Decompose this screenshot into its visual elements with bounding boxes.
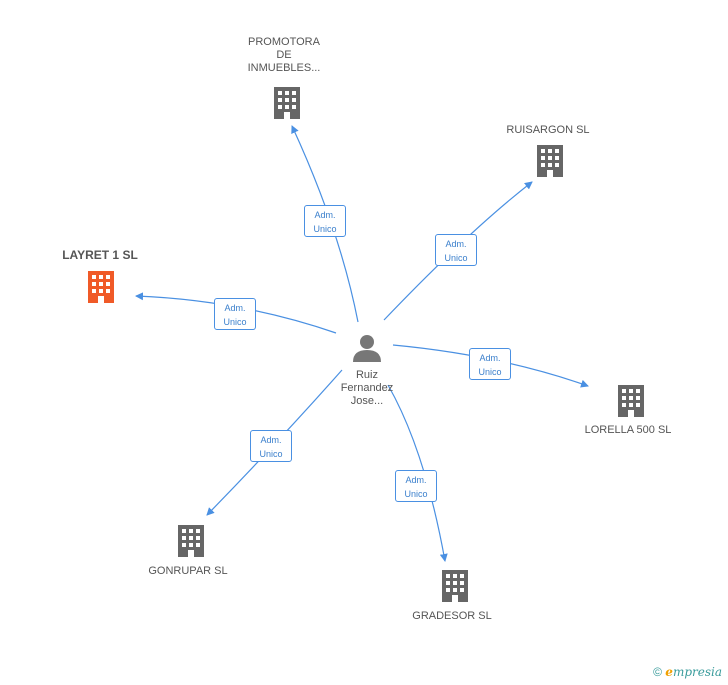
edge-label-gonrupar[interactable]: Adm. Unico — [250, 430, 292, 462]
edge-label-type: Unico — [313, 224, 337, 234]
building-icon-promotora[interactable] — [274, 87, 300, 119]
edge-label-role: Adm. — [314, 210, 336, 220]
edge-label-role: Adm. — [479, 353, 501, 363]
edge-label-type: Unico — [404, 489, 428, 499]
building-icon-lorella[interactable] — [618, 385, 644, 417]
building-icon-gradesor[interactable] — [442, 570, 468, 602]
person-icon[interactable] — [353, 335, 381, 362]
edge-gradesor — [387, 384, 448, 562]
edge-label-type: Unico — [259, 449, 283, 459]
edge-label-role: Adm. — [260, 435, 282, 445]
company-label-layret[interactable]: LAYRET 1 SL — [62, 248, 138, 262]
copyright-symbol: © — [653, 665, 662, 679]
edge-label-role: Adm. — [224, 303, 246, 313]
edge-label-role: Adm. — [405, 475, 427, 485]
building-icon-layret[interactable] — [88, 271, 114, 303]
building-icon-gonrupar[interactable] — [178, 525, 204, 557]
company-label-ruisargon[interactable]: RUISARGON SL — [506, 124, 590, 136]
edge-label-lorella[interactable]: Adm. Unico — [469, 348, 511, 380]
person-name-label[interactable]: Ruiz Fernandez Jose... — [327, 369, 407, 408]
edge-label-type: Unico — [223, 317, 247, 327]
company-label-gradesor[interactable]: GRADESOR SL — [412, 610, 492, 622]
person-name-line-3: Jose... — [350, 395, 384, 407]
edge-label-layret[interactable]: Adm. Unico — [214, 298, 256, 330]
company-label-lorella[interactable]: LORELLA 500 SL — [584, 424, 672, 436]
company-label-gonrupar[interactable]: GONRUPAR SL — [148, 565, 228, 577]
empresia-watermark[interactable]: © empresia — [653, 665, 722, 679]
company-label-promotora[interactable]: PROMOTORA DE INMUEBLES... — [247, 36, 321, 74]
edge-label-ruisargon[interactable]: Adm. Unico — [435, 234, 477, 266]
edge-label-role: Adm. — [445, 239, 467, 249]
person-name-line-1: Ruiz — [355, 369, 378, 381]
edge-label-type: Unico — [478, 367, 502, 377]
edge-label-type: Unico — [444, 253, 468, 263]
building-icon-ruisargon[interactable] — [537, 145, 563, 177]
brand-name: empresia — [665, 665, 722, 679]
edge-label-gradesor[interactable]: Adm. Unico — [395, 470, 437, 502]
edge-label-promotora[interactable]: Adm. Unico — [304, 205, 346, 237]
person-name-line-2: Fernandez — [340, 382, 394, 394]
